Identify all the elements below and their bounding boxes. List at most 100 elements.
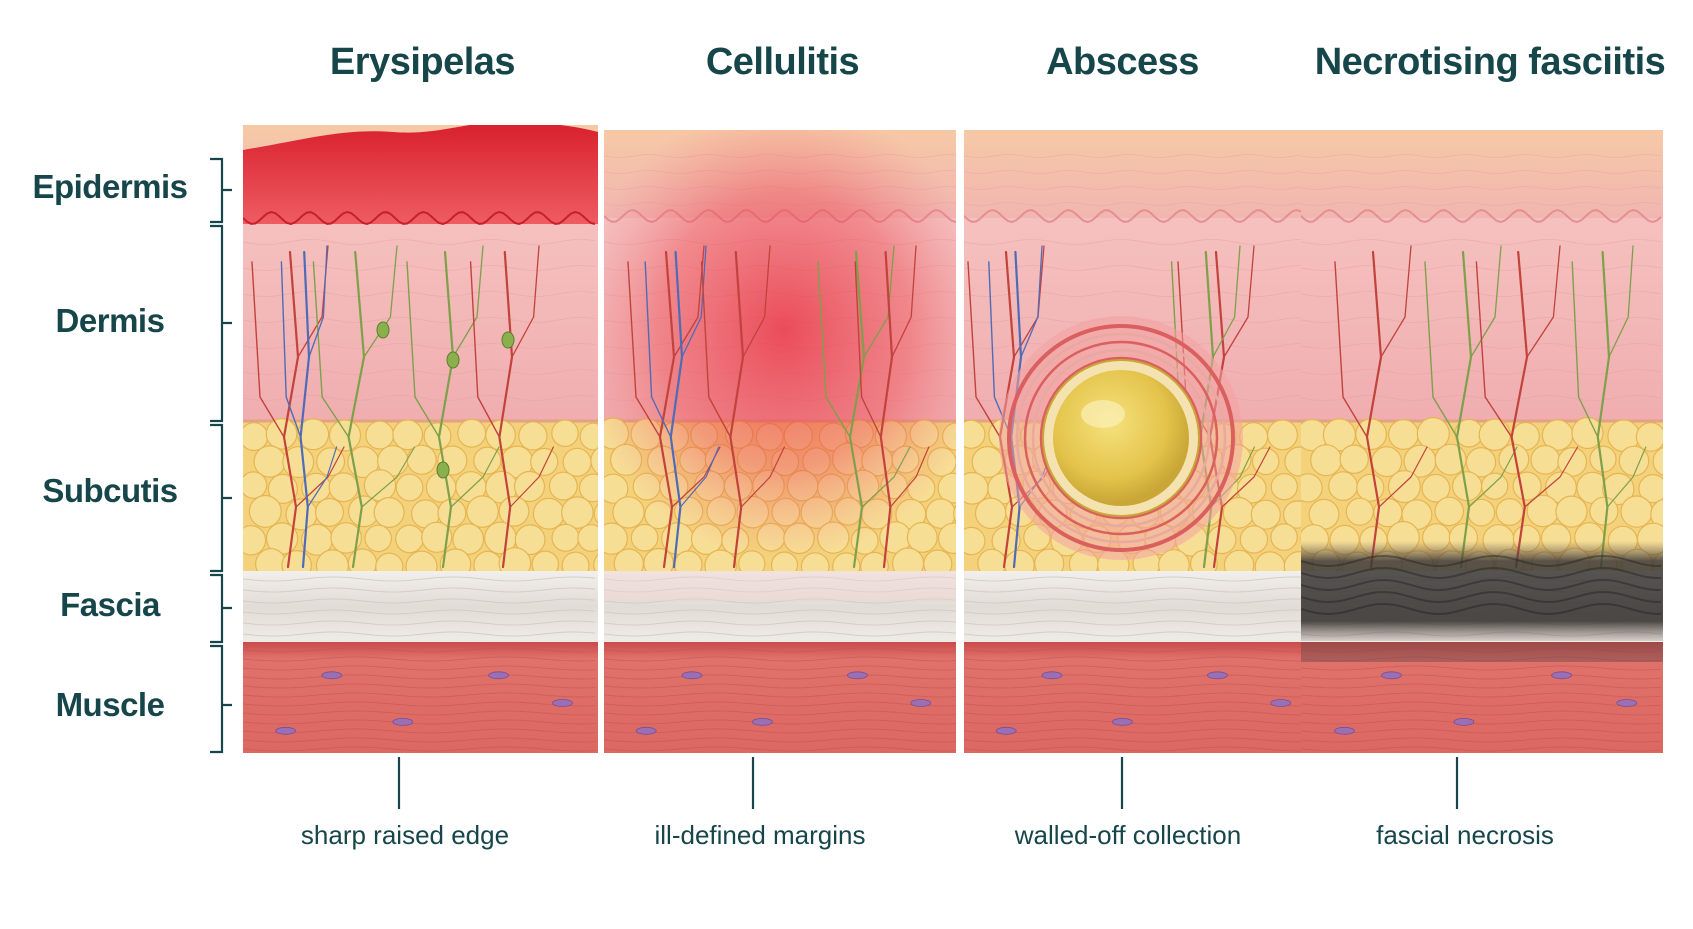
fat-lobule xyxy=(552,524,579,551)
muscle-nucleus xyxy=(1042,672,1062,679)
muscle-nucleus xyxy=(1334,727,1354,734)
fat-lobule xyxy=(976,498,1006,528)
fat-lobule xyxy=(1208,526,1236,554)
pus-collection xyxy=(1053,370,1189,506)
fat-lobule xyxy=(1253,448,1279,474)
panel-abscess xyxy=(956,130,1344,753)
diffuse-inflammation xyxy=(574,100,994,560)
fat-lobule xyxy=(613,497,644,528)
fascia-layer xyxy=(964,571,1316,642)
fat-lobule xyxy=(396,474,423,501)
muscle-nucleus xyxy=(553,700,573,707)
fat-lobule xyxy=(1482,473,1508,499)
muscle-nucleus xyxy=(682,672,702,679)
fat-lobule xyxy=(1251,500,1280,529)
muscle-nucleus xyxy=(1454,718,1474,725)
fat-lobule xyxy=(236,526,265,555)
lymph-node xyxy=(437,462,449,478)
lymph-node xyxy=(377,322,389,338)
panel-necrotising-fasciitis xyxy=(1294,130,1683,753)
fat-lobule xyxy=(1271,524,1297,550)
muscle-nucleus xyxy=(322,672,342,679)
fat-lobule xyxy=(1531,446,1560,475)
panel-cellulitis xyxy=(574,100,994,753)
muscle-nucleus xyxy=(1382,672,1402,679)
fat-lobule xyxy=(1271,474,1297,500)
fat-lobule xyxy=(366,421,394,449)
fat-lobule xyxy=(1417,418,1449,450)
epidermis-layer xyxy=(1301,130,1663,226)
fat-lobule xyxy=(958,527,985,554)
fat-lobule xyxy=(1389,471,1421,503)
fat-lobule xyxy=(957,420,985,448)
muscle-nucleus xyxy=(911,700,931,707)
fat-lobule xyxy=(467,496,498,527)
fat-lobule xyxy=(1590,497,1618,525)
fat-lobule xyxy=(1479,419,1510,450)
fat-lobule xyxy=(552,420,578,446)
fat-lobule xyxy=(1527,495,1558,526)
fat-lobule xyxy=(240,472,266,498)
fat-lobule xyxy=(1435,497,1463,525)
fat-lobule xyxy=(1653,447,1682,476)
caption-necrotising-fasciitis: fascial necrosis xyxy=(1305,815,1625,855)
muscle-nucleus xyxy=(847,672,867,679)
fat-lobule xyxy=(374,498,404,528)
muscle-nucleus xyxy=(276,727,296,734)
muscle-nucleus xyxy=(393,718,413,725)
muscle-nucleus xyxy=(489,672,509,679)
muscle-nucleus xyxy=(1207,672,1227,679)
muscle-nucleus xyxy=(1617,700,1637,707)
caption-cellulitis: ill-defined margins xyxy=(600,815,920,855)
caption-erysipelas: sharp raised edge xyxy=(245,815,565,855)
fat-lobule xyxy=(519,422,547,450)
muscle-nucleus xyxy=(752,718,772,725)
fat-lobule xyxy=(1311,445,1342,476)
fat-lobule xyxy=(1389,420,1419,450)
fat-lobule xyxy=(365,525,391,551)
fat-lobule xyxy=(1268,420,1298,450)
fat-lobule xyxy=(458,419,486,447)
fat-lobule xyxy=(907,523,937,553)
fat-lobule xyxy=(1496,499,1523,526)
fat-lobule xyxy=(1329,472,1358,501)
fat-lobule xyxy=(1340,445,1368,473)
fat-lobule xyxy=(249,496,281,528)
fat-lobule xyxy=(596,523,627,554)
fat-lobule xyxy=(1346,498,1373,525)
fat-lobule xyxy=(1636,423,1665,452)
fat-lobule xyxy=(531,448,558,475)
fat-lobule xyxy=(956,473,988,505)
fat-lobule xyxy=(330,420,361,451)
fat-lobule xyxy=(533,498,564,529)
muscle-nucleus xyxy=(996,727,1016,734)
pus-highlight xyxy=(1081,400,1125,428)
fat-lobule xyxy=(563,448,591,476)
panel-erysipelas xyxy=(236,121,622,753)
muscle-nucleus xyxy=(1112,718,1132,725)
fat-lobule xyxy=(329,473,358,502)
muscle-nucleus xyxy=(1552,672,1572,679)
caption-abscess: walled-off collection xyxy=(968,815,1288,855)
fascia-oedema xyxy=(604,571,956,601)
fat-lobule xyxy=(1556,496,1587,527)
fat-lobule xyxy=(396,525,424,553)
fat-lobule xyxy=(1356,419,1387,450)
fat-lobule xyxy=(562,497,593,528)
fat-lobule xyxy=(1468,499,1495,526)
muscle-layer xyxy=(243,642,598,753)
fat-lobule xyxy=(240,423,268,451)
fat-lobule xyxy=(1357,474,1384,501)
fat-lobule xyxy=(316,499,344,527)
muscle-nucleus xyxy=(1271,700,1291,707)
fat-lobule xyxy=(580,423,607,450)
fat-lobule xyxy=(424,423,451,450)
lymph-node xyxy=(447,352,459,368)
muscle-discoloration xyxy=(1301,642,1663,662)
lymph-node xyxy=(502,332,514,348)
fascia-layer xyxy=(243,571,598,642)
fat-lobule xyxy=(407,445,436,474)
fat-lobule xyxy=(1240,526,1267,553)
